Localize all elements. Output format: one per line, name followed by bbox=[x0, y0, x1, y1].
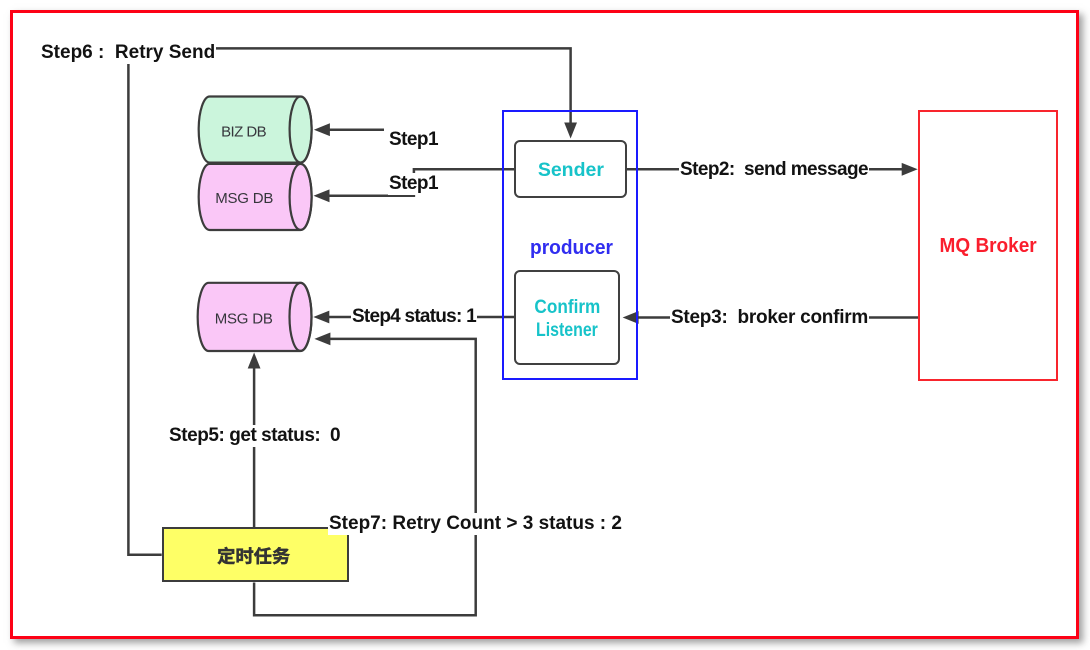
svg-text:MSG DB: MSG DB bbox=[215, 190, 273, 207]
svg-text:BIZ DB: BIZ DB bbox=[221, 124, 267, 141]
svg-text:MSG DB: MSG DB bbox=[215, 310, 273, 327]
